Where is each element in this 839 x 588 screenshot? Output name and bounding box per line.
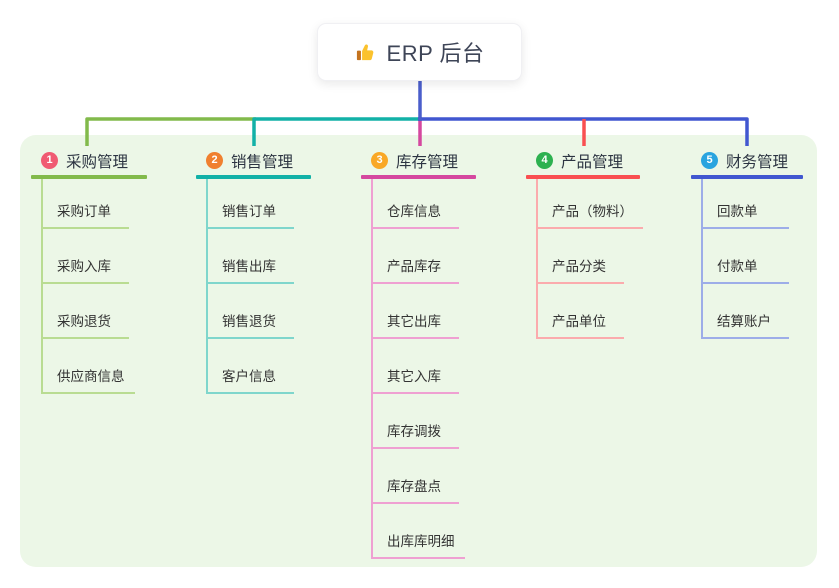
branch-number-badge: 1 [41, 152, 58, 169]
branch-number-badge: 2 [206, 152, 223, 169]
thumbs-up-icon [355, 41, 378, 64]
branch-underline [691, 175, 803, 179]
mindmap-child-node: 仓库信息 [371, 193, 459, 229]
branch-number-badge: 4 [536, 152, 553, 169]
mindmap-child-node: 销售出库 [206, 248, 294, 284]
mindmap-child-node: 其它入库 [371, 358, 459, 394]
branch-child-connector [701, 179, 703, 339]
root-node-title: ERP 后台 [386, 41, 485, 66]
mindmap-branch-purchase: 1 采购管理 采购订单 采购入库 采购退货 供应商信息 [31, 146, 147, 394]
branch-underline [361, 175, 476, 179]
mindmap-child-node: 库存盘点 [371, 468, 459, 504]
branch-underline [526, 175, 640, 179]
mindmap-child-node: 回款单 [701, 193, 789, 229]
mindmap-child-node: 产品分类 [536, 248, 624, 284]
mindmap-branch-inventory: 3 库存管理 仓库信息 产品库存 其它出库 其它入库 库存调拨 库存盘点 出库库… [361, 146, 476, 559]
branch-underline [196, 175, 311, 179]
branch-underline [31, 175, 147, 179]
mindmap-child-node: 产品单位 [536, 303, 624, 339]
branch-child-connector [206, 179, 208, 394]
mindmap-child-node: 销售订单 [206, 193, 294, 229]
mindmap-child-node: 出库库明细 [371, 523, 465, 559]
branch-title: 财务管理 [726, 153, 789, 171]
mindmap-child-node: 付款单 [701, 248, 789, 284]
branch-title: 库存管理 [396, 153, 459, 171]
branch-number-badge: 5 [701, 152, 718, 169]
mindmap-child-node: 销售退货 [206, 303, 294, 339]
branch-title: 产品管理 [561, 153, 624, 171]
mindmap-child-node: 产品库存 [371, 248, 459, 284]
mindmap-branch-finance: 5 财务管理 回款单 付款单 结算账户 [691, 146, 803, 339]
branch-child-connector [41, 179, 43, 394]
mindmap-child-node: 库存调拨 [371, 413, 459, 449]
mindmap-panel [20, 135, 817, 567]
mindmap-child-node: 结算账户 [701, 303, 789, 339]
root-node: ERP 后台 [317, 23, 522, 81]
mindmap-branch-product: 4 产品管理 产品（物料） 产品分类 产品单位 [526, 146, 643, 339]
mindmap-child-node: 采购订单 [41, 193, 129, 229]
mindmap-child-node: 产品（物料） [536, 193, 643, 229]
mindmap-child-node: 采购退货 [41, 303, 129, 339]
branch-child-connector [536, 179, 538, 339]
branch-child-connector [371, 179, 373, 559]
branch-title: 销售管理 [231, 153, 294, 171]
branch-number-badge: 3 [371, 152, 388, 169]
mindmap-branch-sales: 2 销售管理 销售订单 销售出库 销售退货 客户信息 [196, 146, 311, 394]
mindmap-child-node: 客户信息 [206, 358, 294, 394]
mindmap-child-node: 采购入库 [41, 248, 129, 284]
branch-title: 采购管理 [66, 153, 129, 171]
mindmap-child-node: 其它出库 [371, 303, 459, 339]
mindmap-child-node: 供应商信息 [41, 358, 135, 394]
